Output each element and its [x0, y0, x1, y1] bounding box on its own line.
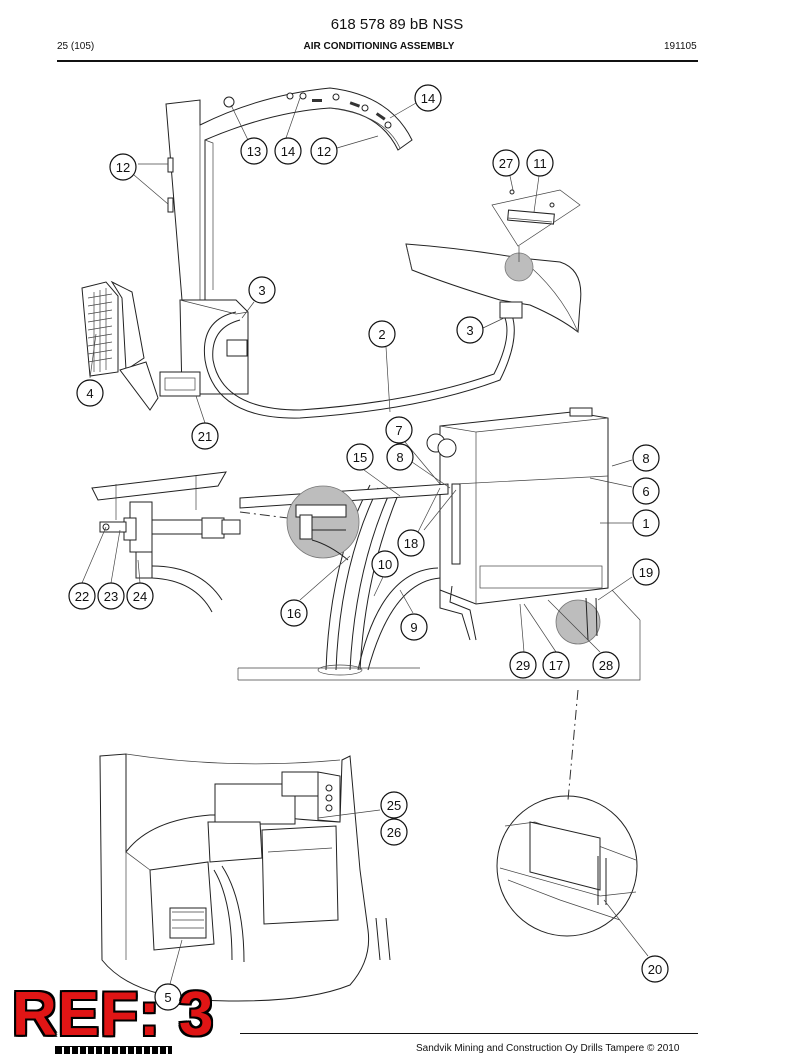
callout-14: 14: [274, 137, 302, 165]
drain-outlet: [585, 597, 598, 641]
callout-15: 15: [346, 443, 374, 471]
detail-highlight-valve: [286, 485, 360, 559]
callout-7: 7: [385, 416, 413, 444]
svg-text:8: 8: [396, 450, 403, 465]
document-number: 618 578 89 bB NSS: [330, 16, 464, 33]
callout-6: 6: [632, 477, 660, 505]
callout-9: 9: [400, 613, 428, 641]
drain-hoses: [317, 484, 441, 676]
ac-unit-1: [426, 407, 609, 641]
svg-text:17: 17: [549, 658, 563, 673]
callout-19: 19: [632, 558, 660, 586]
svg-text:14: 14: [421, 91, 435, 106]
svg-text:23: 23: [104, 589, 118, 604]
callout-18: 18: [397, 529, 425, 557]
svg-text:3: 3: [258, 283, 265, 298]
callout-5: 5: [154, 983, 182, 1011]
date-code: 191105: [664, 41, 697, 52]
svg-text:27: 27: [499, 156, 513, 171]
callout-24: 24: [126, 582, 154, 610]
svg-text:25: 25: [387, 798, 401, 813]
leader-lines: [81, 97, 649, 985]
callout-2: 2: [368, 320, 396, 348]
detail-highlight-drain: [555, 599, 601, 645]
callout-1: 1: [632, 509, 660, 537]
svg-text:19: 19: [639, 565, 653, 580]
callout-12: 12: [109, 153, 137, 181]
svg-text:3: 3: [466, 323, 473, 338]
callout-3: 3: [456, 316, 484, 344]
callout-10: 10: [371, 550, 399, 578]
callout-8: 8: [632, 444, 660, 472]
callout-17: 17: [542, 651, 570, 679]
svg-text:14: 14: [281, 144, 295, 159]
svg-text:29: 29: [516, 658, 530, 673]
svg-text:5: 5: [164, 990, 171, 1005]
svg-text:6: 6: [642, 484, 649, 499]
callout-20: 20: [641, 955, 669, 983]
ref-stamp: REF: 3: [12, 980, 215, 1049]
svg-text:7: 7: [395, 423, 402, 438]
svg-text:9: 9: [410, 620, 417, 635]
page-number: 25 (105): [57, 41, 95, 52]
svg-text:16: 16: [287, 606, 301, 621]
svg-text:13: 13: [247, 144, 261, 159]
footer-copyright: Sandvik Mining and Construction Oy Drill…: [416, 1043, 680, 1054]
footer-rule: [240, 1033, 698, 1034]
callout-16: 16: [280, 599, 308, 627]
detail-leader: [239, 511, 289, 519]
rear-air-duct: [405, 243, 582, 333]
svg-text:12: 12: [317, 144, 331, 159]
air-grille: [81, 280, 159, 411]
callout-12: 12: [310, 137, 338, 165]
svg-text:8: 8: [642, 451, 649, 466]
callout-27: 27: [492, 149, 520, 177]
callout-26: 26: [380, 818, 408, 846]
svg-text:11: 11: [533, 156, 547, 171]
callout-14: 14: [414, 84, 442, 112]
callout-21: 21: [191, 422, 219, 450]
callout-23: 23: [97, 582, 125, 610]
expansion-valve: [99, 501, 241, 613]
floor-outline: [237, 620, 641, 681]
svg-text:28: 28: [599, 658, 613, 673]
svg-text:21: 21: [198, 429, 212, 444]
svg-text:26: 26: [387, 825, 401, 840]
svg-text:12: 12: [116, 160, 130, 175]
page-title: AIR CONDITIONING ASSEMBLY: [303, 41, 455, 52]
roof-duct-frame: [165, 87, 413, 301]
svg-text:4: 4: [86, 386, 93, 401]
svg-text:10: 10: [378, 557, 392, 572]
callout-25: 25: [380, 791, 408, 819]
drain-detail-inset: [496, 795, 638, 937]
cabin-assembly: [99, 753, 391, 1002]
svg-text:1: 1: [642, 516, 649, 531]
sandvik-logo: [55, 1046, 172, 1054]
hose-2: [203, 311, 515, 419]
inset-leader: [567, 689, 579, 801]
callout-3: 3: [248, 276, 276, 304]
header-rule: [57, 60, 698, 62]
svg-text:24: 24: [133, 589, 147, 604]
filter-detail: [491, 189, 581, 262]
callout-28: 28: [592, 651, 620, 679]
svg-text:22: 22: [75, 589, 89, 604]
callout-22: 22: [68, 582, 96, 610]
callout-13: 13: [240, 137, 268, 165]
valve-detail-inset: [295, 504, 349, 561]
callout-4: 4: [76, 379, 104, 407]
svg-text:20: 20: [648, 962, 662, 977]
callout-29: 29: [509, 651, 537, 679]
callout-8: 8: [386, 443, 414, 471]
callout-11: 11: [526, 149, 554, 177]
svg-text:18: 18: [404, 536, 418, 551]
svg-text:2: 2: [378, 327, 385, 342]
svg-text:15: 15: [353, 450, 367, 465]
